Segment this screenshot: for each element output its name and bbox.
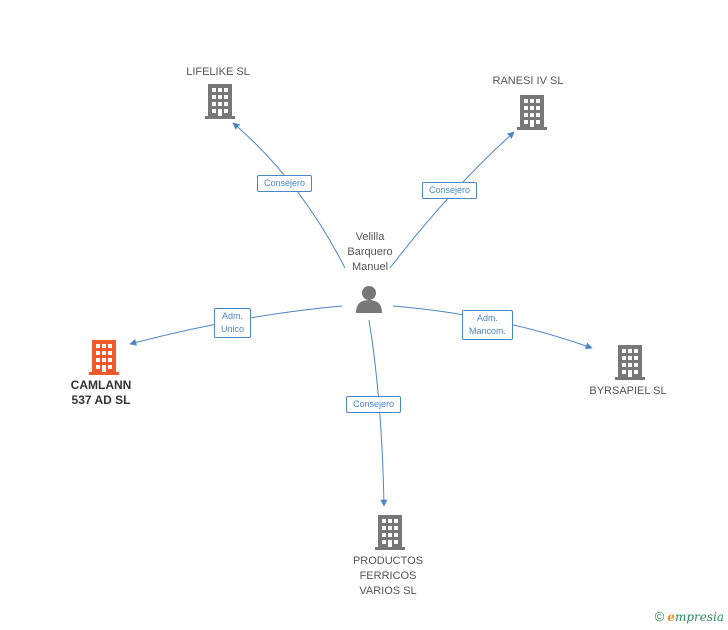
building-icon[interactable]	[375, 515, 405, 550]
empresia-logo[interactable]: ©empresia	[655, 609, 724, 624]
building-icon[interactable]	[89, 340, 119, 375]
company-label-byrsapiel[interactable]: BYRSAPIEL SL	[589, 385, 667, 397]
relation-label-ranesi: Consejero	[422, 182, 478, 199]
building-icon[interactable]	[205, 84, 235, 119]
relation-label-productos: Consejero	[346, 396, 402, 413]
company-label-lifelike[interactable]: LIFELIKE SL	[186, 66, 250, 78]
person-name-label[interactable]: Velilla Barquero Manuel	[347, 231, 393, 273]
person-icon[interactable]	[356, 286, 382, 313]
copyright-icon: ©	[654, 609, 665, 624]
relation-label-lifelike: Consejero	[257, 175, 313, 192]
edge-productos	[368, 319, 388, 507]
company-label-productos[interactable]: PRODUCTOS FERRICOS VARIOS SL	[352, 555, 424, 597]
company-label-ranesi[interactable]: RANESI IV SL	[492, 75, 564, 87]
company-label-camlann[interactable]: CAMLANN 537 AD SL	[70, 378, 132, 407]
relation-label-byrsapiel: Adm. Mancom.	[462, 310, 514, 340]
relation-label-camlann: Adm. Unico	[214, 308, 252, 338]
edge-lifelike	[232, 122, 346, 269]
brand-name: mpresia	[674, 610, 724, 624]
building-icon[interactable]	[615, 345, 645, 380]
building-icon[interactable]	[517, 95, 547, 130]
brand-e: e	[667, 610, 675, 624]
